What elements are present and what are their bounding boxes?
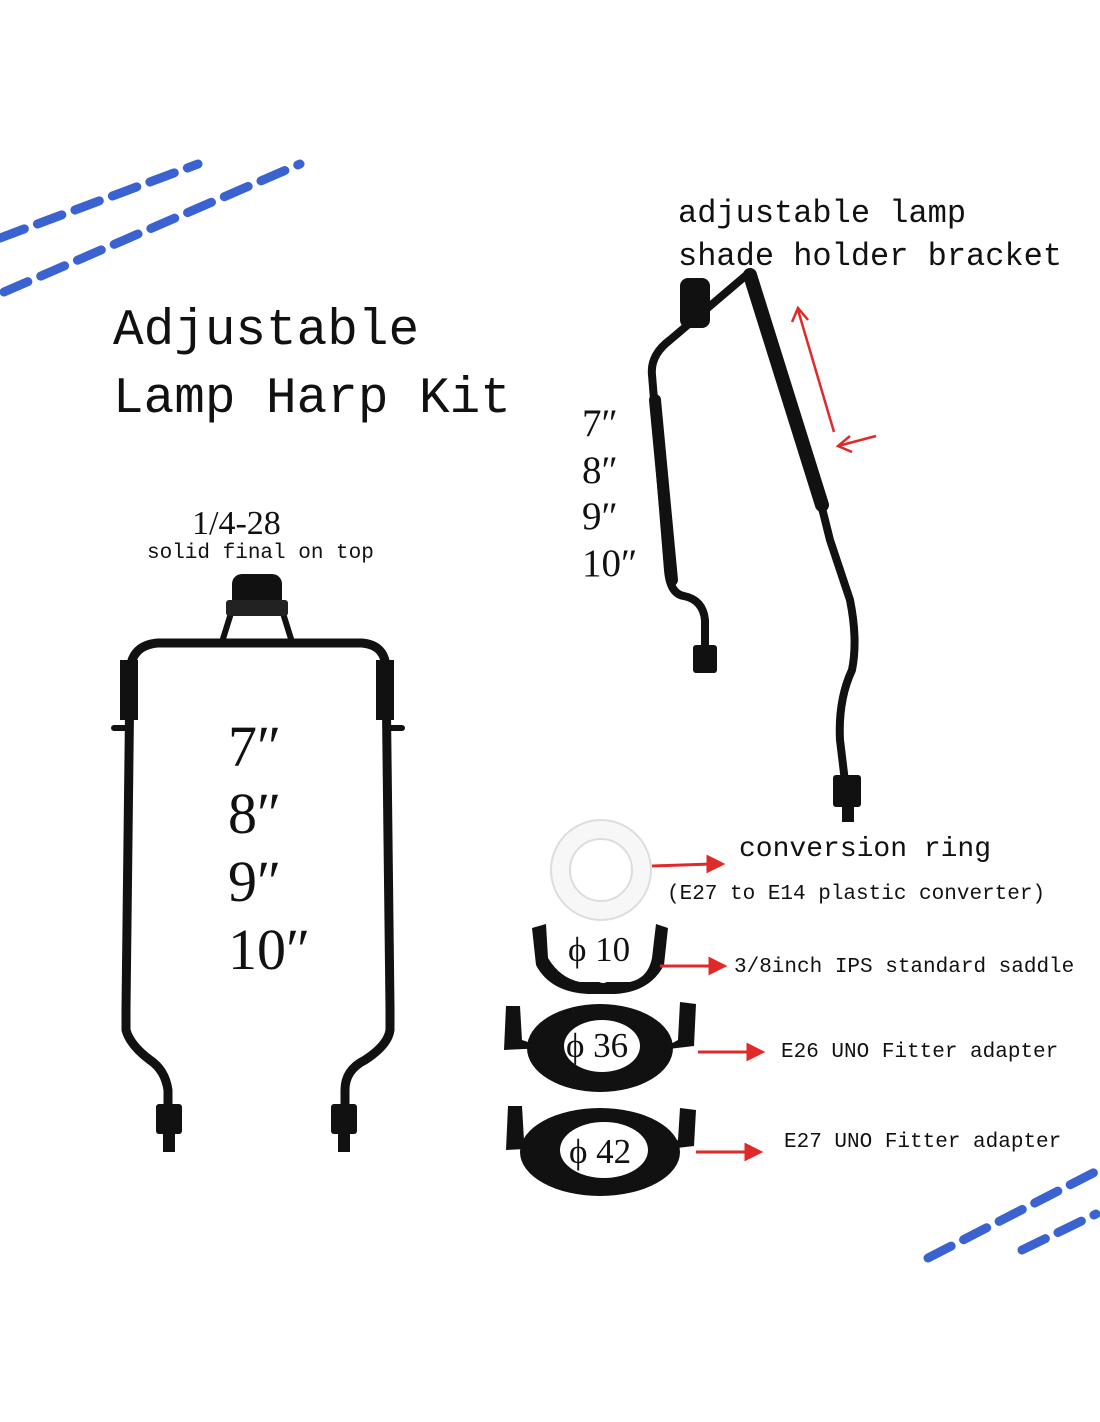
saddle-icon: [532, 924, 668, 994]
e27-adapter-diameter: ϕ 42: [569, 1132, 632, 1171]
left-size-10: 10″: [228, 917, 311, 982]
right-size-10: 10″: [582, 542, 638, 585]
finial-thread-label: 1/4-28: [192, 505, 281, 542]
bracket-adjust-arrows: [790, 305, 877, 454]
saddle-label: 3/8inch IPS standard saddle: [734, 956, 1075, 979]
finial-note: solid final on top: [147, 542, 374, 565]
right-size-7: 7″: [582, 402, 618, 445]
bracket-label-line-1: adjustable lamp: [678, 195, 967, 232]
left-size-9: 9″: [228, 849, 282, 914]
left-size-7: 7″: [228, 714, 282, 779]
pointer-arrows: [651, 854, 766, 1162]
bracket-label-line-2: shade holder bracket: [678, 238, 1063, 275]
conversion-ring-label: conversion ring: [739, 834, 992, 865]
title-line-2: Lamp Harp Kit: [113, 371, 511, 428]
lamp-harp-side: [647, 268, 861, 822]
saddle-diameter: ϕ 10: [568, 930, 631, 969]
finial-nut-icon: [226, 574, 288, 616]
left-size-8: 8″: [228, 781, 282, 846]
decorative-dashes-bottom-right: [923, 1167, 1100, 1263]
e27-adapter-label: E27 UNO Fitter adapter: [784, 1131, 1062, 1154]
e26-adapter-diameter: ϕ 36: [566, 1026, 629, 1065]
e26-fitter-adapter-icon: [504, 1002, 696, 1092]
right-size-9: 9″: [582, 495, 618, 538]
conversion-ring-sublabel: (E27 to E14 plastic converter): [667, 883, 1046, 906]
e27-fitter-adapter-icon: [506, 1106, 696, 1196]
right-size-8: 8″: [582, 449, 618, 492]
lamp-harp-front: [111, 607, 405, 1152]
decorative-dashes-top-left: [0, 159, 305, 297]
e26-adapter-label: E26 UNO Fitter adapter: [781, 1041, 1059, 1064]
title-line-1: Adjustable: [113, 303, 420, 360]
conversion-ring-icon: [550, 819, 652, 921]
